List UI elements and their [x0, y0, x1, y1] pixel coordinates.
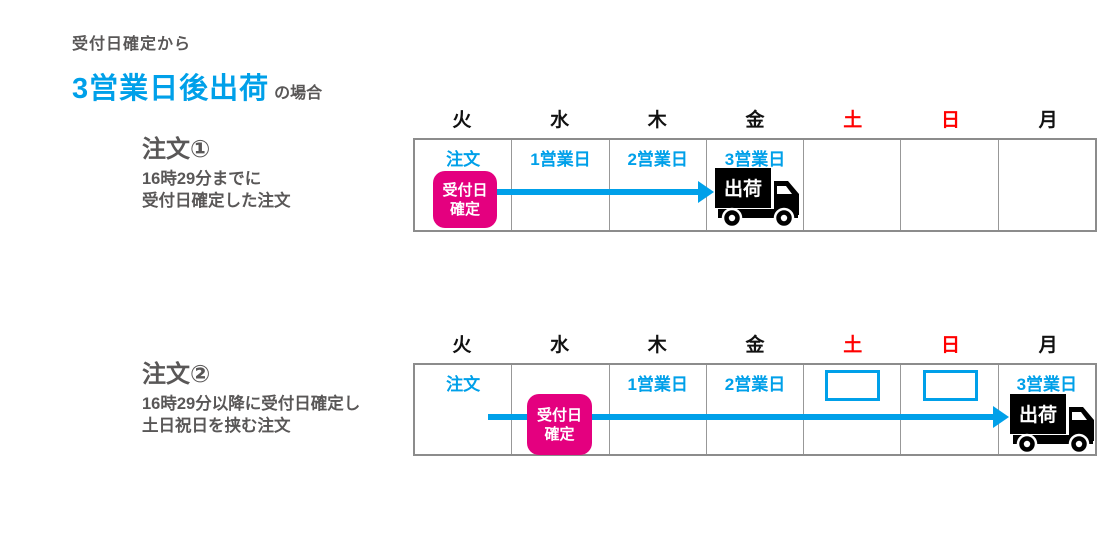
badge-line1: 受付日 [442, 181, 488, 199]
confirmation-badge: 受付日 確定 [527, 394, 592, 455]
bizday1-cell-label: 1営業日 [530, 150, 591, 169]
day-header: 土 [843, 335, 863, 356]
bizday3-cell-label: 3営業日 [724, 150, 786, 169]
scenario2-label: 注文② 16時29分以降に受付日確定し 土日祝日を挟む注文 [142, 362, 360, 437]
calendar-cell: 3営業日 [999, 365, 1095, 454]
day-header: 火 [452, 335, 472, 356]
timeline-arrow-head-icon [993, 406, 1009, 428]
ship-label: 出荷 [724, 177, 762, 200]
calendar-cell: 注文 [415, 365, 513, 454]
calendar-cell [999, 140, 1095, 230]
day-header: 月 [1038, 335, 1058, 356]
day-header: 水 [550, 335, 570, 356]
scenario1-desc-line2: 受付日確定した注文 [142, 191, 291, 210]
day-header: 日 [940, 335, 960, 356]
day-header: 土 [843, 110, 863, 131]
calendar-cell [512, 365, 610, 454]
holiday-placeholder-box [923, 370, 978, 401]
calendar-cell: 3営業日 [707, 140, 805, 230]
scenario1-title: 注文① [142, 136, 211, 163]
timeline-arrow-shaft [488, 414, 993, 420]
calendar-cell: 注文 [415, 140, 513, 230]
header-subtitle: 受付日確定から [72, 36, 192, 53]
diagram-header: 受付日確定から 3営業日後出荷の場合 [72, 30, 322, 107]
header-title-line: 3営業日後出荷の場合 [72, 65, 322, 107]
day-header-row-1: 火 水 木 金 土 日 月 [413, 105, 1097, 132]
day-header: 日 [940, 110, 960, 131]
day-header: 木 [647, 335, 667, 356]
badge-line2: 確定 [449, 200, 480, 218]
badge-line2: 確定 [544, 425, 575, 443]
calendar-table-1: 火 水 木 金 土 日 月 注文 1営業日 2営業日 3営業日 [413, 110, 1097, 232]
calendar-cell: 2営業日 [707, 365, 805, 454]
day-header: 金 [745, 110, 765, 131]
day-header: 月 [1038, 110, 1058, 131]
day-header: 木 [647, 110, 667, 131]
timeline-arrow-shaft [497, 189, 698, 195]
day-header: 火 [452, 110, 472, 131]
bizday2-cell-label: 2営業日 [627, 150, 688, 169]
confirmation-badge: 受付日 確定 [433, 171, 497, 228]
order-cell-label: 注文 [446, 375, 481, 394]
holiday-placeholder-box [825, 370, 880, 401]
calendar-cell [901, 140, 999, 230]
bizday1-cell-label: 1営業日 [627, 375, 688, 394]
shipping-truck-icon: 出荷 [1010, 394, 1094, 454]
bizday3-cell-label: 3営業日 [1016, 375, 1078, 394]
day-header: 金 [745, 335, 765, 356]
shipping-truck-icon: 出荷 [715, 168, 799, 228]
scenario2-title: 注文② [142, 361, 211, 388]
header-title-suffix: の場合 [274, 85, 323, 102]
scenario1-desc-line1: 16時29分までに [142, 170, 262, 188]
calendar-cell: 1営業日 [610, 365, 707, 454]
badge-line1: 受付日 [536, 406, 582, 424]
header-title: 3営業日後出荷 [72, 73, 270, 105]
calendar-cell: 1営業日 [512, 140, 610, 230]
scenario2-description: 16時29分以降に受付日確定し 土日祝日を挟む注文 [142, 394, 360, 437]
scenario2-desc-line2: 土日祝日を挟む注文 [142, 416, 291, 435]
timeline-arrow-head-icon [698, 181, 714, 203]
order-cell-label: 注文 [446, 150, 481, 169]
scenario1-description: 16時29分までに 受付日確定した注文 [142, 169, 291, 212]
calendar-cell [804, 365, 902, 454]
scenario2-desc-line1: 16時29分以降に受付日確定し [142, 395, 361, 413]
ship-label: 出荷 [1019, 403, 1057, 426]
calendar-cell [804, 140, 902, 230]
calendar-table-2: 火 水 木 金 土 日 月 注文 1営業日 2営業日 3営業日 [413, 335, 1097, 456]
day-header-row-2: 火 水 木 金 土 日 月 [413, 330, 1097, 357]
scenario1-label: 注文① 16時29分までに 受付日確定した注文 [142, 137, 291, 212]
day-header: 水 [550, 110, 570, 131]
bizday2-cell-label: 2営業日 [724, 375, 786, 394]
calendar-cell: 2営業日 [610, 140, 707, 230]
